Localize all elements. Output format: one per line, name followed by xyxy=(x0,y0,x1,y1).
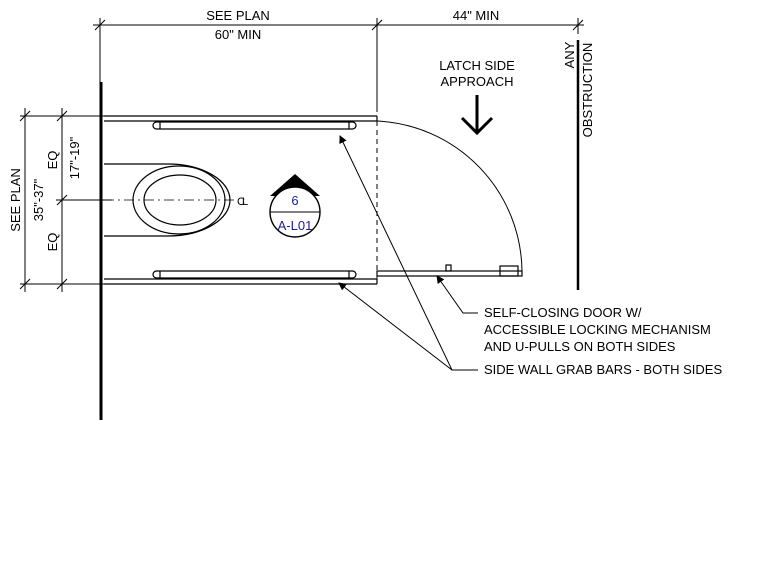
note-door-line-2: ACCESSIBLE LOCKING MECHANISM xyxy=(484,322,711,337)
side-partitions xyxy=(104,115,378,285)
detail-tag-number: 6 xyxy=(291,193,298,208)
dim-44-min: 44" MIN xyxy=(453,8,500,23)
dim-60-min: 60" MIN xyxy=(215,27,262,42)
dim-17-19: 17"-19" xyxy=(67,136,82,179)
door-swing-arc xyxy=(376,120,523,272)
dim-see-plan-top: SEE PLAN xyxy=(206,8,270,23)
approach-arrow-icon xyxy=(460,95,494,136)
left-dimension-lines xyxy=(19,108,112,292)
note-door-line-3: AND U-PULLS ON BOTH SIDES xyxy=(484,339,676,354)
obstruction-label-2: OBSTRUCTION xyxy=(580,43,595,138)
note-grab-bars: SIDE WALL GRAB BARS - BOTH SIDES xyxy=(484,362,722,377)
svg-text:CL: CL xyxy=(237,196,248,208)
top-dimension-44-min xyxy=(372,18,584,34)
door-leaf xyxy=(376,264,523,277)
grab-bar-top xyxy=(152,121,357,130)
centerline-symbol: CL xyxy=(237,196,251,208)
detail-tag: 6 A-L01 xyxy=(269,174,321,238)
obstruction-label-1: ANY xyxy=(562,41,577,68)
dim-eq-upper: EQ xyxy=(45,151,60,170)
detail-tag-sheet: A-L01 xyxy=(278,218,313,233)
approach-label-1: LATCH SIDE xyxy=(439,58,515,73)
note-door-line-1: SELF-CLOSING DOOR W/ xyxy=(484,305,642,320)
approach-label-2: APPROACH xyxy=(441,74,514,89)
dim-eq-lower: EQ xyxy=(45,233,60,252)
dim-35-37: 35"-37" xyxy=(31,178,46,221)
grab-bar-bottom xyxy=(152,270,357,279)
dim-see-plan-left: SEE PLAN xyxy=(8,168,23,232)
leader-lines xyxy=(338,135,478,371)
